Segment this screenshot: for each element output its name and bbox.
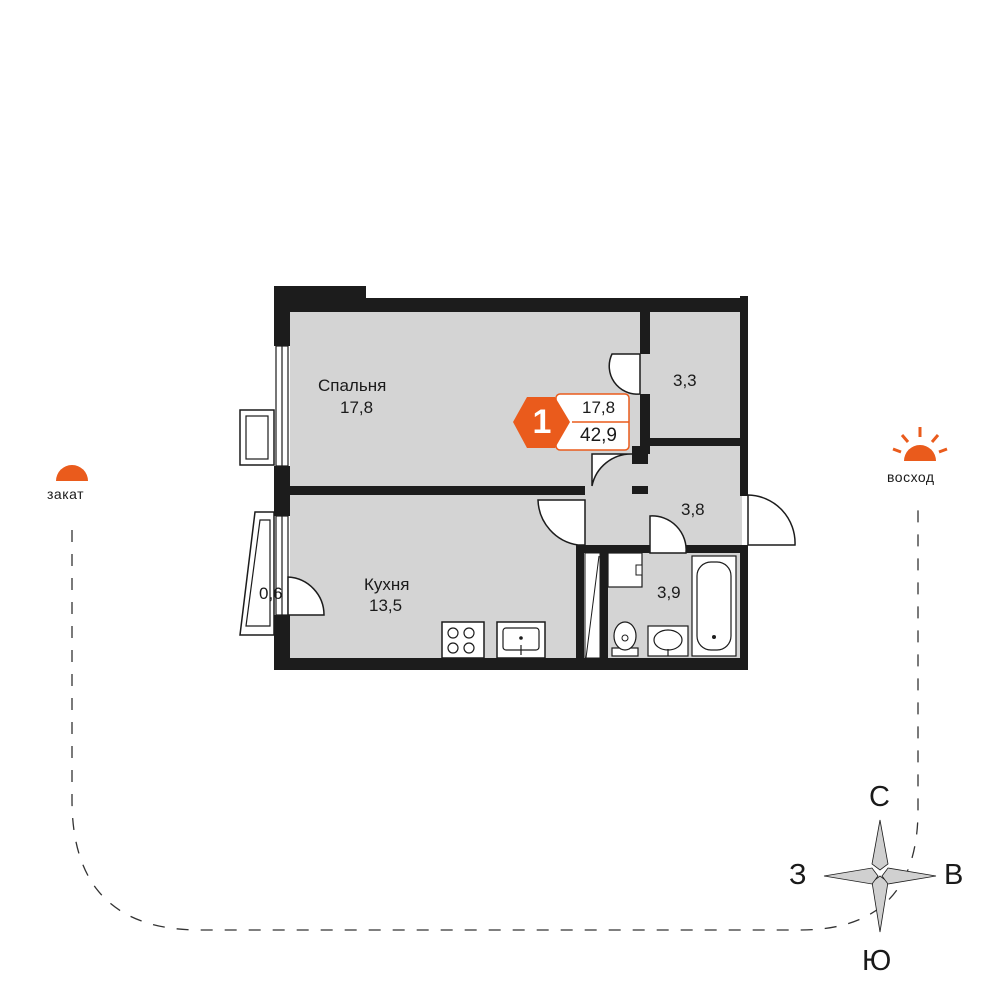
sunset-icon (56, 465, 88, 481)
rooms-count: 1 (532, 403, 552, 441)
kitchen-area: 13,5 (369, 596, 403, 615)
kitchen-name: Кухня (364, 575, 410, 594)
technical-shaft (584, 552, 601, 659)
sunrise-icon (892, 427, 948, 461)
storage-area: 3,3 (673, 371, 697, 390)
window-glazing (275, 345, 289, 616)
apartment-badge (513, 393, 630, 451)
compass-rose-icon (823, 819, 937, 933)
bedroom-name: Спальня (318, 376, 387, 395)
exterior-walls (274, 286, 748, 670)
compass-west: З (789, 859, 807, 891)
washing-machine (607, 552, 643, 588)
bathroom-area: 3,9 (657, 583, 681, 602)
compass-south: Ю (862, 945, 892, 977)
bathtub (691, 555, 737, 657)
compass-north: С (869, 781, 890, 813)
interior-walls (290, 312, 740, 658)
stove (441, 621, 485, 659)
balcony (239, 409, 275, 636)
bedroom-area: 17,8 (340, 398, 374, 417)
balcony-area: 0,6 (259, 584, 283, 603)
toilet (611, 621, 639, 657)
hall-area: 3,8 (681, 500, 705, 519)
rooms-count-hexagon (513, 397, 570, 448)
bathroom-sink (647, 625, 689, 657)
total-area: 42,9 (580, 425, 617, 446)
kitchen-sink (496, 621, 546, 659)
sunset-label: закат (47, 486, 85, 502)
doors (287, 353, 796, 616)
living-area: 17,8 (582, 398, 616, 417)
compass-east: В (944, 859, 964, 891)
sunrise-label: восход (887, 469, 935, 485)
